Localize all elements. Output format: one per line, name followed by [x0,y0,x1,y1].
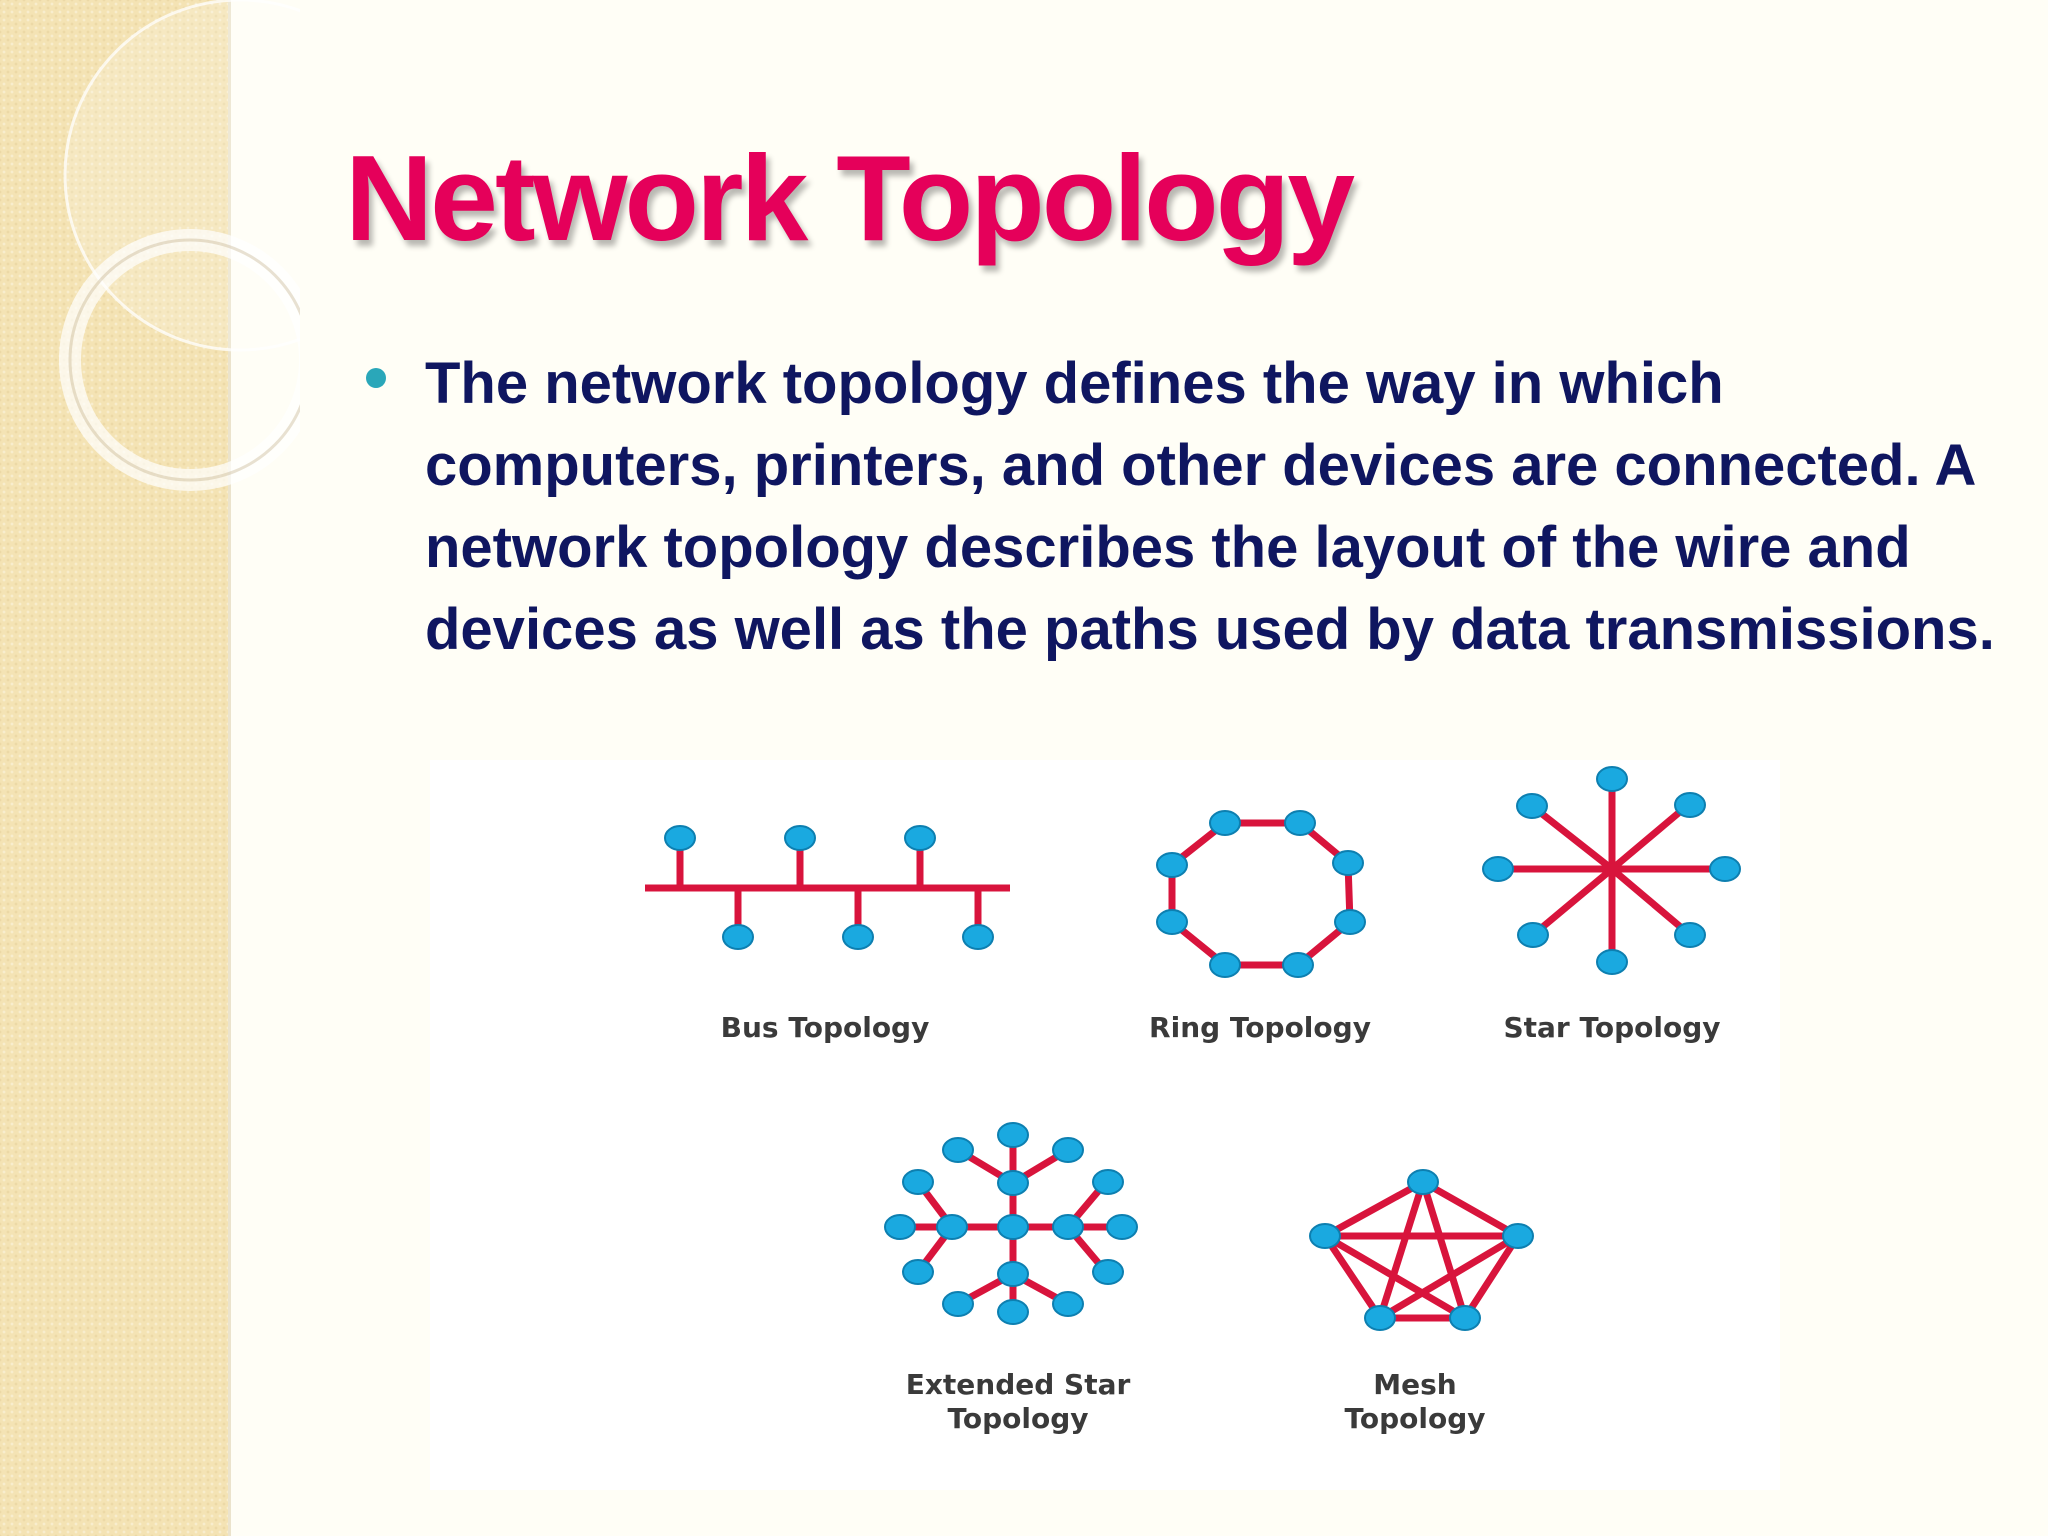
extended-star-label-line2: Topology [947,1402,1088,1435]
bus-topology-label: Bus Topology [721,1011,930,1044]
mesh-label-line1: Mesh [1373,1368,1456,1401]
star-topology-label: Star Topology [1503,1011,1720,1044]
bus-topology-diagram [645,840,1010,935]
star-topology-diagram [1482,766,1741,975]
bullet-dot [366,368,386,388]
mesh-label-line2: Topology [1344,1402,1485,1435]
ring-topology-label: Ring Topology [1149,1011,1371,1044]
side-strip-edge [228,0,231,1536]
bullet-text: The network topology defines the way in … [425,351,1995,662]
bus-nodes [664,825,994,950]
extended-star-label-line1: Extended Star [906,1368,1131,1401]
mesh-topology-diagram [1309,1169,1534,1331]
topology-figure-panel [430,760,1780,1490]
decorative-rings [59,0,300,491]
ring-topology-diagram [1156,810,1366,978]
extended-star-topology-diagram [884,1122,1138,1325]
slide-title: Network Topology [345,130,1355,266]
